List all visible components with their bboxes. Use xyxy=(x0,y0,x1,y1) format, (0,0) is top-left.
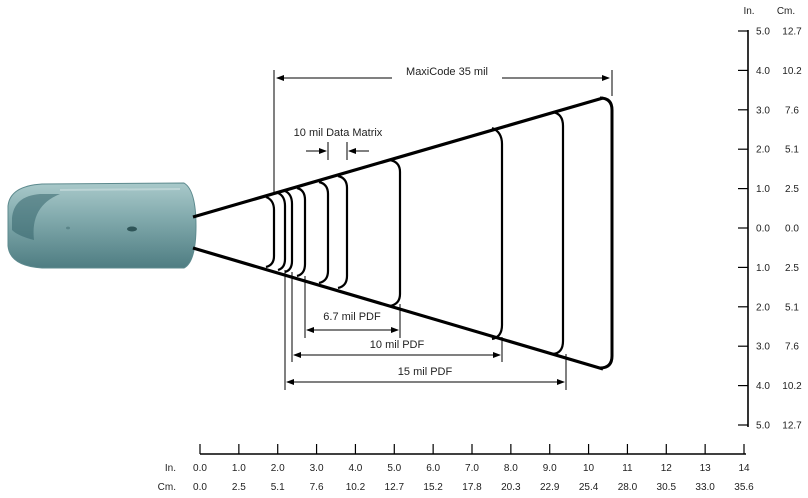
bottom-axis-tick-label-in: 10 xyxy=(583,463,595,474)
bottom-axis-tick-label-cm: 25.4 xyxy=(579,482,599,493)
bottom-axis-tick-label-in: 14 xyxy=(738,463,750,474)
scanner-device xyxy=(7,182,197,269)
bottom-axis-tick-label-in: 11 xyxy=(622,463,633,474)
bottom-axis-tick-label-cm: 22.9 xyxy=(540,482,560,493)
fov-upper-edge xyxy=(192,96,604,219)
bottom-axis-tick-label-in: 2.0 xyxy=(271,463,285,474)
bottom-axis-tick-label-cm: 12.7 xyxy=(385,482,405,493)
right-axis-tick-label-cm: 5.1 xyxy=(785,302,799,313)
pdf15-range-indicator: 15 mil PDF xyxy=(284,270,567,390)
bottom-axis-tick-label-cm: 33.0 xyxy=(695,482,715,493)
bottom-axis-tick-label-in: 7.0 xyxy=(465,463,479,474)
bottom-axis-label-in: In. xyxy=(165,463,176,474)
range-arc-datamatrix-near xyxy=(318,180,330,285)
maxicode-label: MaxiCode 35 mil xyxy=(406,66,488,78)
bottom-axis-tick-label-cm: 30.5 xyxy=(657,482,677,493)
pdf10-label: 10 mil PDF xyxy=(370,339,425,351)
bottom-axis-tick-label-cm: 10.2 xyxy=(346,482,366,493)
bottom-axis-tick-label-in: 0.0 xyxy=(193,463,207,474)
right-axis-tick-label-cm: 10.2 xyxy=(782,66,802,77)
right-axis-tick-label-in: 5.0 xyxy=(756,421,770,432)
data-matrix-label: 10 mil Data Matrix xyxy=(294,127,383,139)
right-axis-tick-label-cm: 7.6 xyxy=(785,342,799,353)
pdf10-range-indicator: 10 mil PDF xyxy=(291,272,503,362)
range-arc-datamatrix-far xyxy=(337,174,349,290)
right-axis-tick-label-in: 1.0 xyxy=(756,184,770,195)
right-axis-header-cm: Cm. xyxy=(777,6,795,17)
range-arc-maxicode-near xyxy=(265,195,276,269)
range-arc-pdf67-near xyxy=(296,186,307,278)
right-axis-tick-label-cm: 12.7 xyxy=(782,421,802,432)
bottom-axis-tick-label-in: 5.0 xyxy=(387,463,401,474)
pdf67-range-indicator: 6.7 mil PDF xyxy=(304,276,401,338)
bottom-axis-tick-label-cm: 17.8 xyxy=(462,482,482,493)
pdf67-label: 6.7 mil PDF xyxy=(323,311,381,323)
range-arc-pdf15-near xyxy=(277,191,287,272)
right-axis-tick-label-in: 4.0 xyxy=(756,381,770,392)
bottom-axis-label-cm: Cm. xyxy=(158,482,176,493)
bottom-axis: In. Cm. 0.0 0.0 1.0 2.5 2.0 5.1 3.0 7.6 4.0 10.2 5… xyxy=(158,444,754,493)
range-arc-pdf67 xyxy=(389,158,402,308)
right-axis: In. Cm. 5.0 12.7 4.0 10.2 3.0 7.6 2.0 5.1 1.0 2.5… xyxy=(738,6,802,432)
scanner-window-icon xyxy=(127,226,137,232)
right-axis-tick-label-in: 3.0 xyxy=(756,342,770,353)
fov-lower-edge xyxy=(192,246,604,371)
right-axis-tick-label-in: 5.0 xyxy=(756,27,770,38)
right-axis-tick-label-cm: 2.5 xyxy=(785,184,799,195)
right-axis-tick-label-in: 1.0 xyxy=(756,263,770,274)
right-axis-tick-label-cm: 7.6 xyxy=(785,105,799,116)
right-axis-tick-label-in: 2.0 xyxy=(756,302,770,313)
field-of-view xyxy=(192,96,614,371)
bottom-axis-tick-label-cm: 15.2 xyxy=(423,482,443,493)
bottom-axis-tick-label-in: 3.0 xyxy=(310,463,324,474)
bottom-axis-tick-label-in: 9.0 xyxy=(543,463,557,474)
data-matrix-range-indicator: 10 mil Data Matrix xyxy=(294,127,383,160)
bottom-axis-tick-label-cm: 7.6 xyxy=(310,482,324,493)
bottom-axis-tick-label-in: 6.0 xyxy=(426,463,440,474)
range-arc-maxicode xyxy=(599,96,614,370)
bottom-axis-tick-label-in: 8.0 xyxy=(504,463,518,474)
bottom-axis-tick-label-cm: 5.1 xyxy=(271,482,285,493)
right-axis-tick-label-in: 0.0 xyxy=(756,224,770,235)
bottom-axis-tick-label-in: 4.0 xyxy=(348,463,362,474)
right-axis-tick-label-cm: 0.0 xyxy=(785,224,799,235)
bottom-axis-tick-label-in: 13 xyxy=(700,463,712,474)
right-axis-tick-label-cm: 10.2 xyxy=(782,381,802,392)
right-axis-tick-label-in: 2.0 xyxy=(756,145,770,156)
bottom-axis-tick-label-in: 12 xyxy=(661,463,673,474)
bottom-axis-tick-label-cm: 2.5 xyxy=(232,482,246,493)
bottom-axis-tick-label-cm: 20.3 xyxy=(501,482,521,493)
pdf15-label: 15 mil PDF xyxy=(398,366,453,378)
right-axis-tick-label-cm: 12.7 xyxy=(782,27,802,38)
bottom-axis-tick-label-cm: 35.6 xyxy=(734,482,754,493)
right-axis-tick-label-cm: 5.1 xyxy=(785,145,799,156)
maxicode-range-indicator: MaxiCode 35 mil xyxy=(273,66,613,192)
bottom-axis-tick-label-in: 1.0 xyxy=(232,463,246,474)
range-arc-pdf10-near xyxy=(284,189,294,274)
bottom-axis-tick-label-cm: 28.0 xyxy=(618,482,638,493)
right-axis-header-in: In. xyxy=(743,6,754,17)
right-axis-tick-label-in: 3.0 xyxy=(756,105,770,116)
right-axis-tick-label-cm: 2.5 xyxy=(785,263,799,274)
range-arc-pdf15 xyxy=(552,110,565,356)
range-arc-pdf10 xyxy=(491,126,504,341)
bottom-axis-tick-label-cm: 0.0 xyxy=(193,482,207,493)
right-axis-tick-label-in: 4.0 xyxy=(756,66,770,77)
